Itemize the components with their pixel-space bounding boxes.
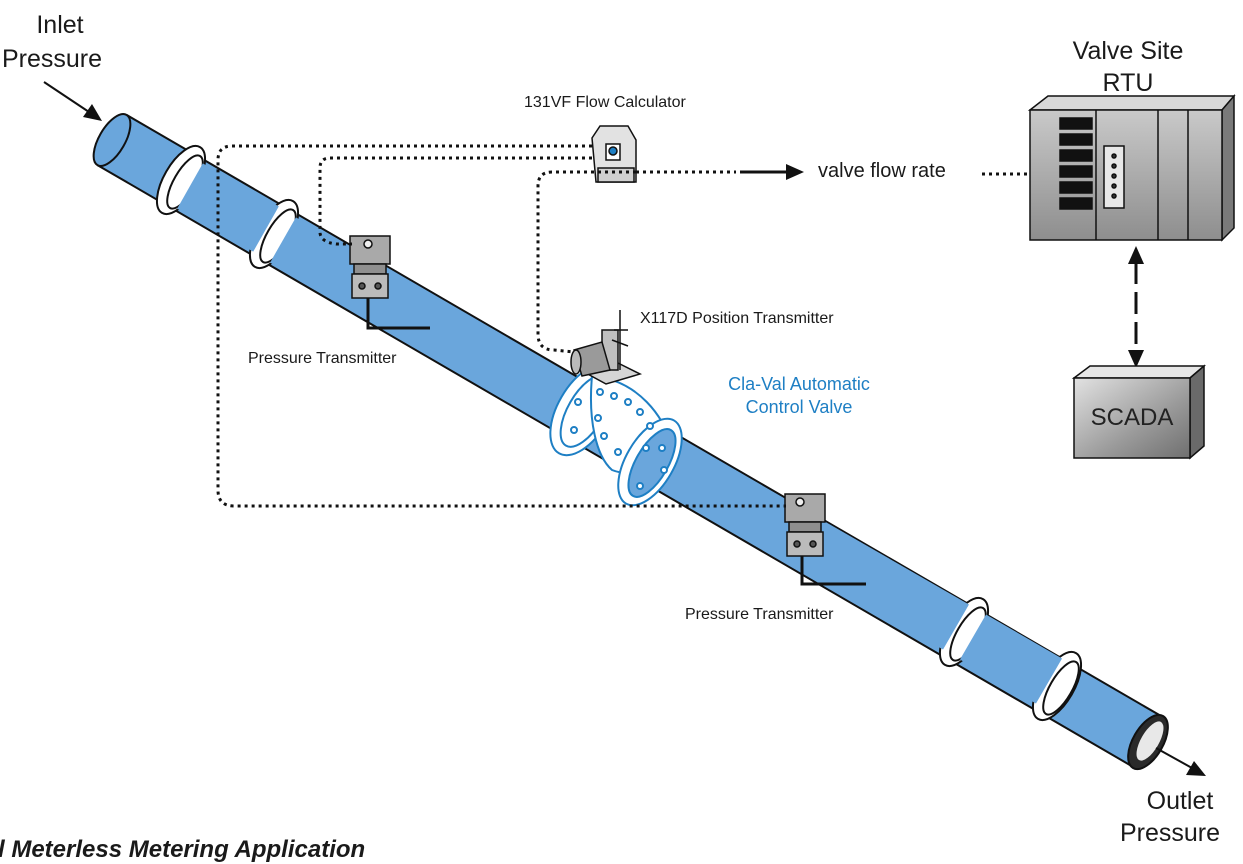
rtu-cabinet bbox=[1027, 93, 1236, 242]
flow-calculator-device bbox=[591, 125, 637, 183]
outlet-label-line2: Pressure bbox=[1120, 819, 1221, 847]
control-valve bbox=[549, 363, 683, 507]
valve-label-line2: Control Valve bbox=[745, 397, 853, 417]
pressure-transmitter-upstream-label: Pressure Transmitter bbox=[248, 350, 397, 367]
position-transmitter-label: X117D Position Transmitter bbox=[640, 310, 834, 327]
rtu-scada-link bbox=[1128, 246, 1144, 368]
scada-box bbox=[1071, 364, 1207, 460]
pressure-transmitter-upstream-device bbox=[349, 235, 430, 330]
pressure-transmitter-downstream-label: Pressure Transmitter bbox=[685, 606, 834, 623]
position-transmitter-device bbox=[570, 310, 643, 385]
inlet-label-line1: Inlet bbox=[36, 11, 84, 39]
flow-calculator-label: 131VF Flow Calculator bbox=[524, 94, 686, 111]
signal-wiring bbox=[216, 144, 1038, 508]
pressure-transmitter-downstream-device bbox=[784, 493, 866, 586]
valve-flow-rate-label: valve flow rate bbox=[818, 160, 946, 182]
inlet-arrow bbox=[43, 81, 102, 121]
inlet-label-line2: Pressure bbox=[2, 45, 103, 73]
outlet-arrow bbox=[1155, 747, 1206, 776]
flow-rate-arrowhead bbox=[786, 164, 804, 180]
scada-label: SCADA bbox=[1090, 404, 1174, 431]
valve-label-line1: Cla-Val Automatic bbox=[728, 374, 870, 394]
footer-title: l Meterless Metering Application bbox=[0, 836, 366, 863]
rtu-label-line2: RTU bbox=[1102, 69, 1154, 97]
rtu-label-line1: Valve Site bbox=[1072, 37, 1184, 65]
outlet-label-line1: Outlet bbox=[1146, 787, 1214, 815]
